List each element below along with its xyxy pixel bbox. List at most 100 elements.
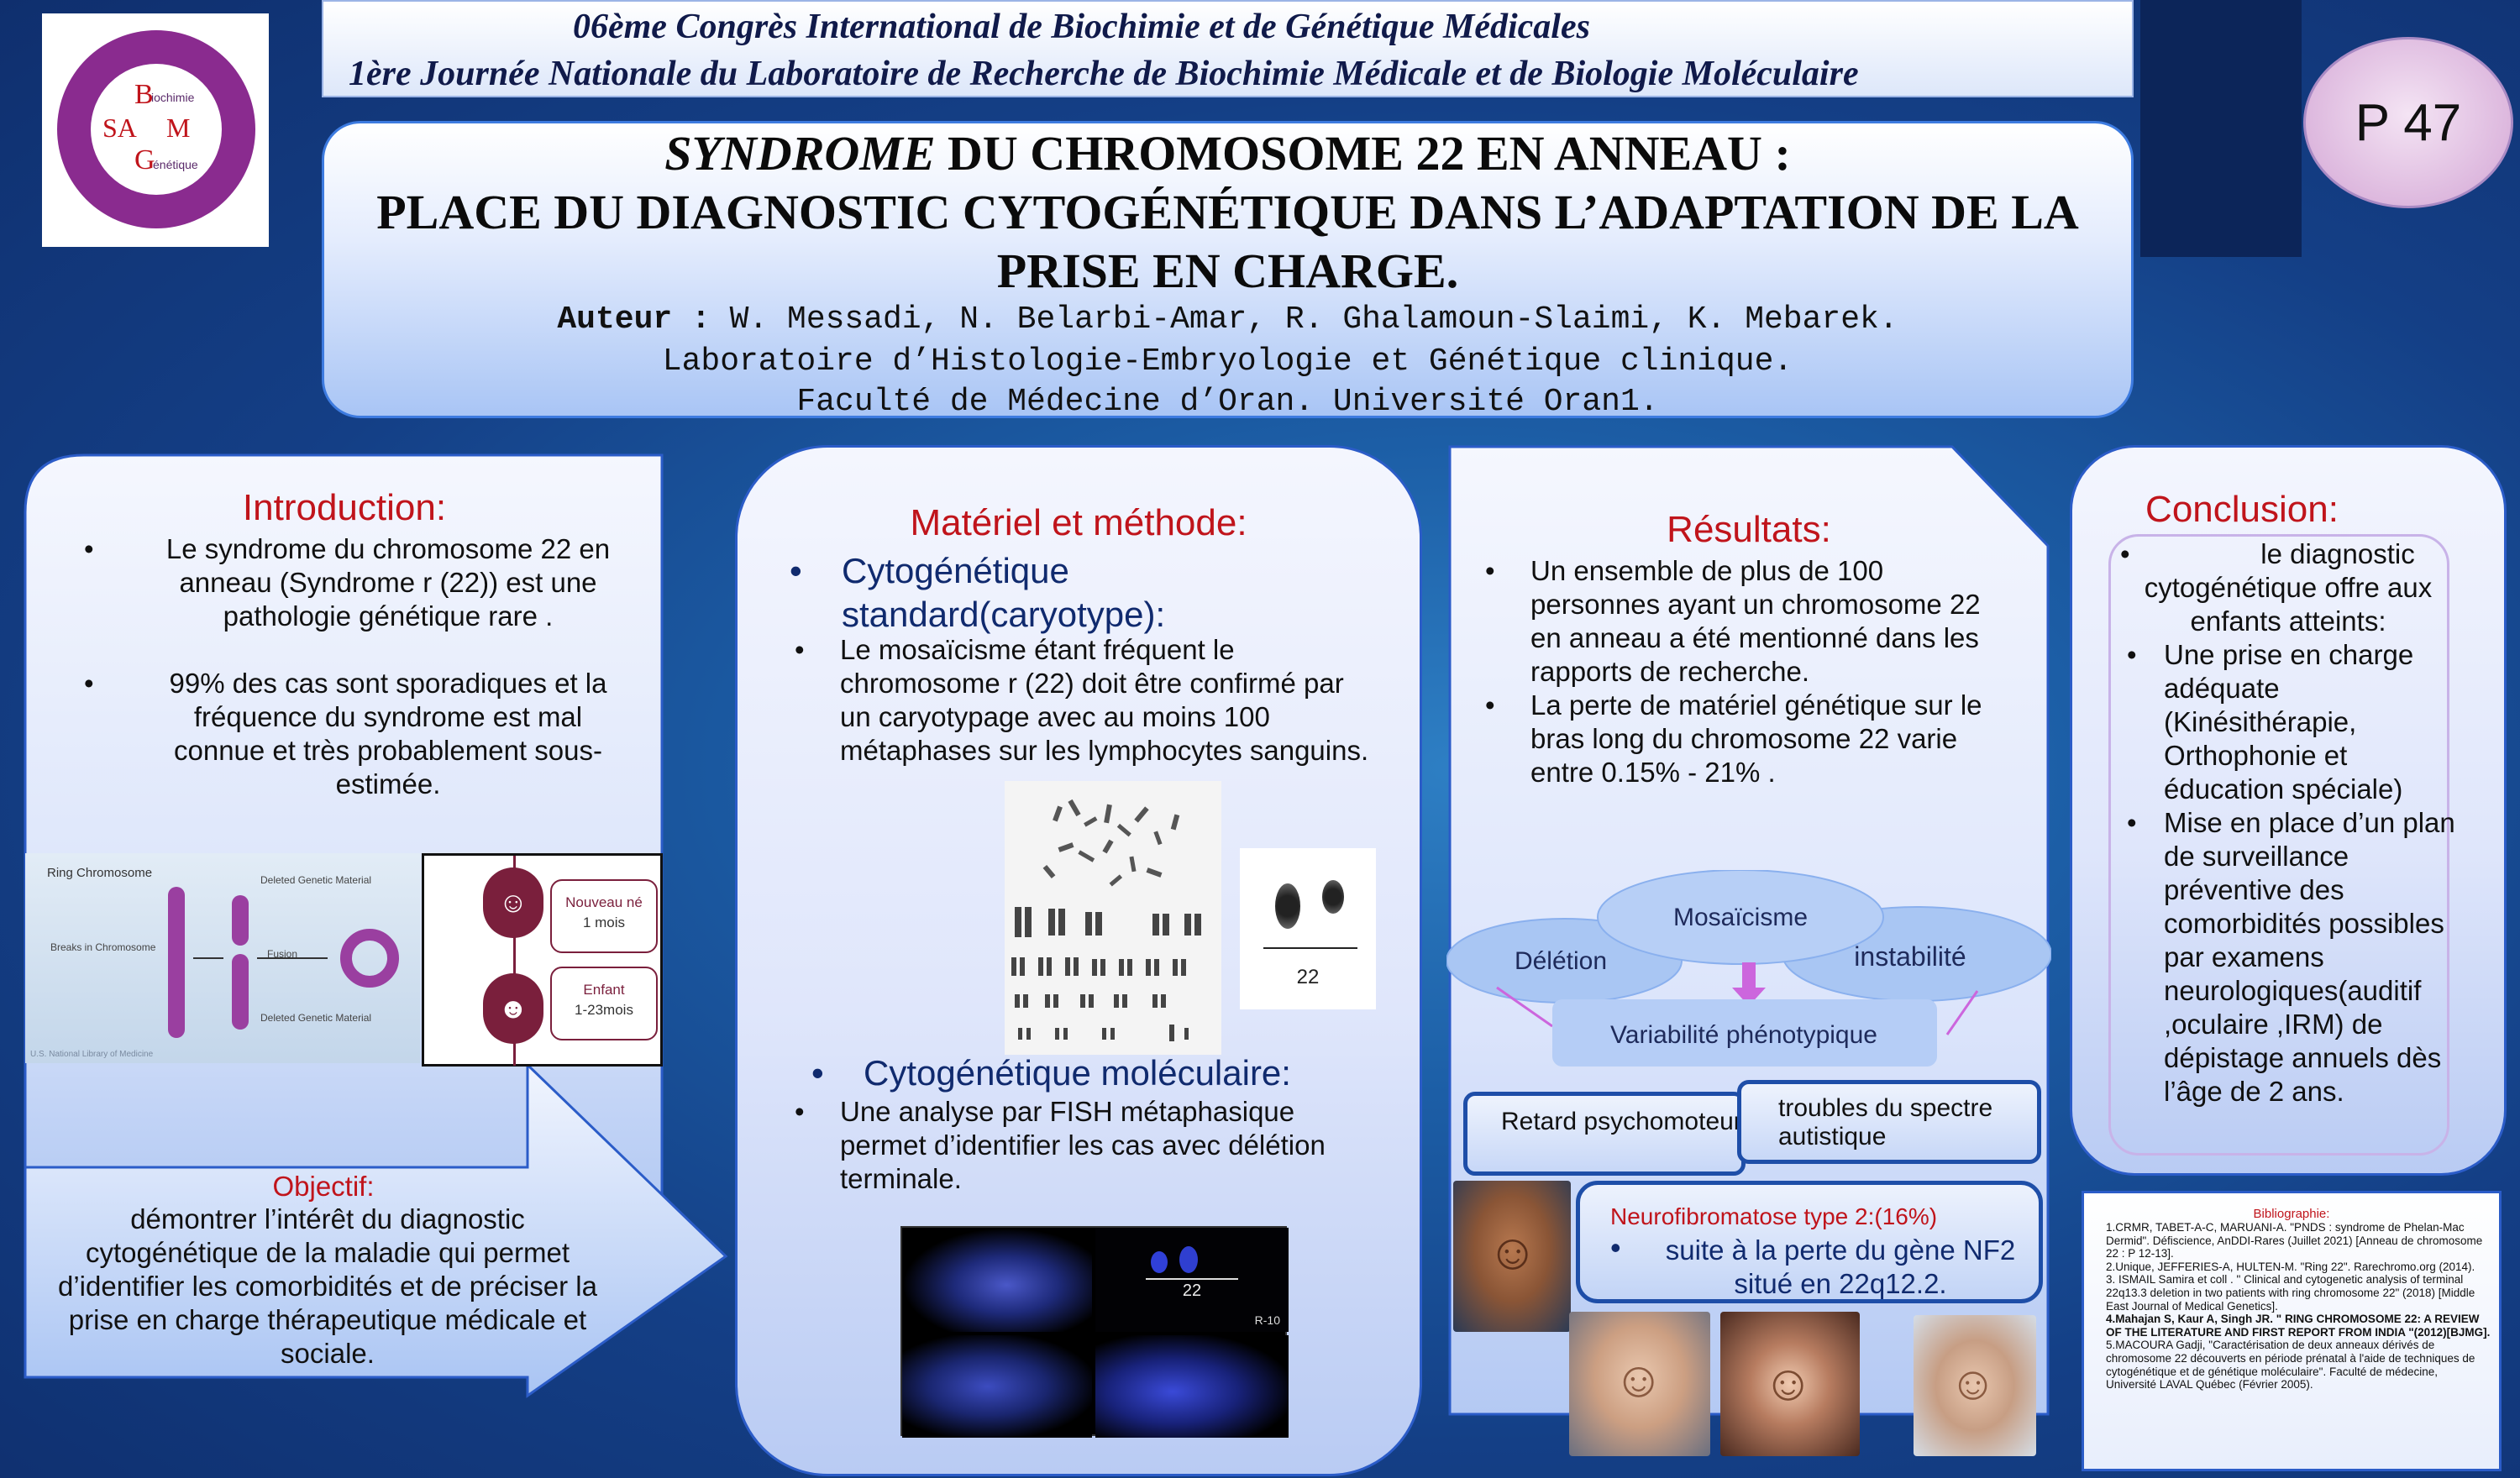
down-arrow: [1732, 962, 1766, 1006]
child-photo-3-face-icon: ☺: [1762, 1355, 1814, 1411]
title-italic: SYNDROME: [664, 126, 936, 181]
materiel-list-1: Le mosaïcisme étant fréquent le chromoso…: [780, 633, 1378, 768]
resultats-title: Résultats:: [1667, 509, 1831, 550]
fish-quadrant-2: 22 R-10: [1095, 1228, 1289, 1332]
fish-label-22: 22: [1182, 1281, 1202, 1300]
materiel-bullet-1: Le mosaïcisme étant fréquent le chromoso…: [780, 633, 1378, 768]
ring-diagram-breaks: Breaks in Chromosome: [50, 941, 156, 953]
bibliography-title: Bibliographie:: [2253, 1207, 2330, 1221]
materiel-subtitle-2-text: Cytogénétique moléculaire:: [864, 1053, 1291, 1093]
conclusion-intro-dot: •: [2120, 538, 2130, 569]
bibliography-ref-5: 5.MACOURA Gadji, "Caractérisation de deu…: [2106, 1339, 2475, 1392]
child-photo-1: ☺: [1453, 1181, 1571, 1332]
poster-id-text: P 47: [2355, 93, 2462, 152]
age-group-newborn: Nouveau né 1 mois: [550, 879, 658, 953]
bibliography-ref-3: 3. ISMAIL Samira et coll . " Clinical an…: [2106, 1273, 2475, 1313]
title-line-3: PRISE EN CHARGE.: [996, 244, 1459, 298]
conclusion-bullet-2: Mise en place d’un plan de surveillance …: [2112, 806, 2465, 1108]
objectif-arrow-shape: [24, 1061, 728, 1398]
ring-chromosome: [340, 929, 399, 988]
logo-inner-circle: [91, 64, 222, 195]
ring-22-left-chromosome: [1275, 883, 1300, 929]
sabmg-logo: B iochimie SA M G énétique: [42, 13, 269, 247]
authors-names: W. Messadi, N. Belarbi-Amar, R. Ghalamou…: [710, 301, 1898, 338]
child-photo-1-face-icon: ☺: [1487, 1224, 1539, 1280]
ring-22-image: 22: [1240, 848, 1376, 1009]
faculty-line: Faculté de Médecine d’Oran. Université O…: [796, 384, 1659, 420]
title-line-1-rest: DU CHROMOSOME 22 EN ANNEAU :: [935, 126, 1791, 181]
nf2-bullet-dot: •: [1610, 1230, 1621, 1265]
fish-image: 22 R-10: [900, 1226, 1289, 1438]
chromosome-straight: [168, 887, 185, 1038]
age-timeline-line: [513, 856, 516, 1066]
title-line-2: PLACE DU DIAGNOSTIC CYTOGÉNÉTIQUE DANS L…: [376, 185, 2079, 239]
materiel-subtitle-1-text: Cytogénétique standard(caryotype):: [842, 551, 1166, 634]
age-groups-panel: ☺ Nouveau né 1 mois ☻ Enfant 1-23mois: [422, 853, 663, 1067]
cloud-instabilite-label: instabilité: [1854, 941, 1966, 972]
logo-word-biochimie: iochimie: [151, 91, 195, 104]
child-photo-2: ☺: [1569, 1312, 1710, 1456]
fish-label-r10: R-10: [1254, 1313, 1280, 1327]
age-group-child-label: Enfant: [583, 982, 625, 998]
conclusion-list: Une prise en charge adéquate (Kinésithér…: [2112, 638, 2465, 1108]
ring-diagram-title: Ring Chromosome: [47, 866, 152, 880]
scroll-retard: Retard psychomoteur: [1463, 1092, 1746, 1176]
ring-diagram-svg: Ring Chromosome Deleted Genetic Material…: [30, 866, 399, 1059]
child-photo-2-face-icon: ☺: [1613, 1351, 1665, 1407]
poster-id-badge: P 47: [2303, 37, 2513, 208]
congress-line-2: 1ère Journée Nationale du Laboratoire de…: [349, 55, 1859, 93]
congress-header: 06ème Congrès International de Biochimie…: [322, 0, 2134, 97]
nf2-box: Neurofibromatose type 2:(16%) • suite à …: [1576, 1181, 2043, 1303]
cloud-mosaicisme: [1597, 870, 1884, 965]
chromosome-broken-top: [232, 895, 249, 946]
bibliography-refs: 1.CRMR, TABET-A-C, MARUANI-A. "PNDS : sy…: [2084, 1221, 2499, 1392]
cloud-mosaicisme-label: Mosaïcisme: [1673, 904, 1808, 931]
conclusion-title: Conclusion:: [2145, 489, 2339, 530]
bibliography-ref-2: 2.Unique, JEFFERIES-A, HULTEN-M. "Ring 2…: [2106, 1260, 2475, 1273]
child-photo-3: ☺: [1720, 1312, 1860, 1456]
logo-word-genetique: énétique: [153, 158, 198, 171]
karyogram-rows: [1011, 907, 1201, 1041]
materiel-list-2: Une analyse par FISH métaphasique permet…: [780, 1095, 1378, 1196]
cloud-deletion-label: Délétion: [1515, 947, 1607, 975]
age-group-newborn-label: Nouveau né: [565, 894, 643, 910]
resultats-bullet-1: Un ensemble de plus de 100 personnes aya…: [1470, 554, 1989, 689]
newborn-icon: ☺: [483, 867, 543, 938]
ring-chromosome-diagram: Ring Chromosome Deleted Genetic Material…: [25, 853, 420, 1063]
ring-diagram-credit: U.S. National Library of Medicine: [30, 1050, 154, 1059]
title-box: SYNDROME DU CHROMOSOME 22 EN ANNEAU : PL…: [322, 121, 2134, 420]
child-photo-4-face-icon: ☺: [1949, 1356, 1998, 1409]
fish-quadrant-1: [902, 1228, 1092, 1332]
ring-diagram-deleted-bottom: Deleted Genetic Material: [260, 1012, 371, 1024]
logo-letter-m: M: [166, 113, 191, 143]
conclusion-intro: • le diagnostic cytogénétique offre aux …: [2120, 537, 2456, 638]
variability-box: [1552, 999, 1937, 1067]
karyotype-image: [1005, 781, 1221, 1055]
child-photo-4: ☺: [1914, 1315, 2036, 1456]
nf2-text: suite à la perte du gène NF2 situé en 22…: [1665, 1234, 2016, 1299]
bibliography-ref-4: 4.Mahajan S, Kaur A, Singh JR. " RING CH…: [2106, 1313, 2491, 1339]
lab-line: Laboratoire d’Histologie-Embryologie et …: [662, 343, 1793, 380]
child-icon: ☻: [483, 973, 543, 1044]
chromosome-broken-bottom: [232, 954, 249, 1030]
age-group-child-sub: 1-23mois: [575, 1002, 633, 1018]
ring-22-label: 22: [1296, 966, 1320, 988]
scroll-retard-label: Retard psychomoteur: [1501, 1108, 1742, 1135]
variability-label: Variabilité phénotypique: [1610, 1021, 1877, 1049]
authors-label: Auteur :: [557, 301, 711, 338]
logo-letter-g: G: [134, 144, 155, 176]
introduction-list: Le syndrome du chromosome 22 en anneau (…: [69, 532, 623, 801]
introduction-bullet-1: Le syndrome du chromosome 22 en anneau (…: [69, 532, 623, 633]
congress-line-1: 06ème Congrès International de Biochimie…: [573, 8, 1590, 46]
age-group-newborn-sub: 1 mois: [582, 915, 626, 930]
resultats-bullet-2: La perte de matériel génétique sur le br…: [1470, 689, 1989, 789]
logo-letter-b: B: [134, 79, 154, 110]
conclusion-bullet-1: Une prise en charge adéquate (Kinésithér…: [2112, 638, 2465, 806]
ring-diagram-deleted-top: Deleted Genetic Material: [260, 874, 371, 886]
ring-22-line: [1263, 947, 1357, 949]
scroll-autism: troubles du spectre autistique: [1737, 1080, 2041, 1164]
objectif-title: Objectif:: [272, 1171, 375, 1202]
age-group-child: Enfant 1-23mois: [550, 967, 658, 1040]
introduction-bullet-2: 99% des cas sont sporadiques et la fréqu…: [69, 667, 623, 801]
nf2-title: Neurofibromatose type 2:(16%): [1610, 1203, 1938, 1229]
